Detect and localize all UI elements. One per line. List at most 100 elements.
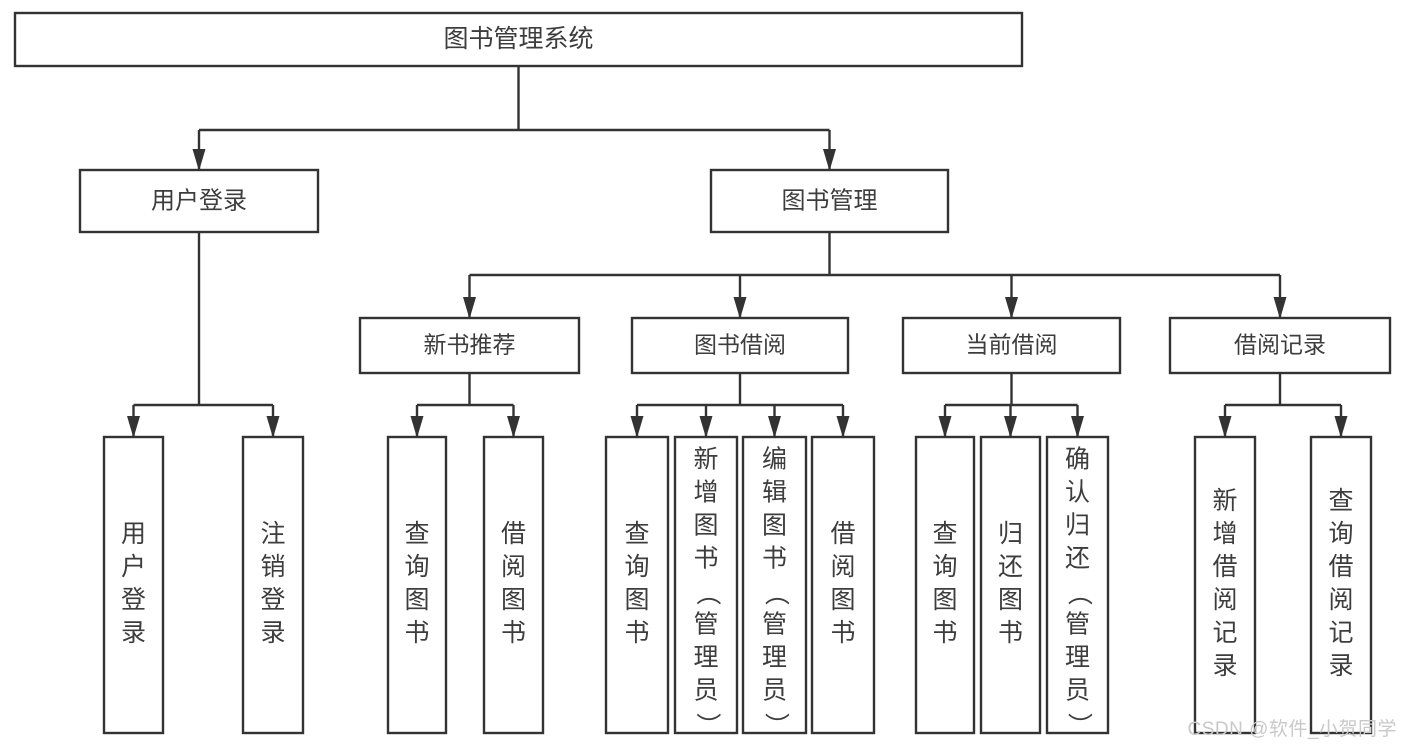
connector-arrowhead <box>192 149 206 171</box>
svg-text:书: 书 <box>998 619 1023 647</box>
node-level2-0-rect[interactable] <box>358 316 581 375</box>
svg-text:图: 图 <box>693 512 718 540</box>
svg-text:录: 录 <box>121 619 146 647</box>
node-level2-2-label: 当前借阅 <box>966 332 1058 358</box>
connector-layer <box>127 66 1348 438</box>
node-leaf-7-rect[interactable] <box>810 435 876 735</box>
svg-text:图: 图 <box>624 586 649 614</box>
node-level1-1-rect[interactable] <box>709 168 950 234</box>
node-leaf-2-rect[interactable] <box>386 435 448 735</box>
svg-text:阅: 阅 <box>501 553 526 581</box>
svg-text:理: 理 <box>693 644 718 672</box>
node-leaf-5-rect[interactable] <box>673 435 739 735</box>
node-level2-0[interactable]: 新书推荐 <box>358 316 581 375</box>
connector-arrowhead <box>1004 416 1017 438</box>
node-level2-1-rect[interactable] <box>630 316 850 375</box>
node-leaf-3-rect[interactable] <box>482 435 545 735</box>
connector-arrowhead <box>127 416 140 438</box>
connector-arrowhead <box>1218 416 1232 438</box>
svg-text:图: 图 <box>830 586 855 614</box>
node-level2-2-rect[interactable] <box>901 316 1122 375</box>
svg-text:书: 书 <box>624 619 649 647</box>
svg-text:新: 新 <box>1212 487 1237 515</box>
connector-arrowhead <box>836 416 850 438</box>
node-leaf-0[interactable]: 用户登录 <box>102 435 165 735</box>
svg-text:编: 编 <box>762 446 787 474</box>
node-leaf-11-rect[interactable] <box>1193 435 1257 735</box>
svg-text:图: 图 <box>932 586 957 614</box>
node-root[interactable]: 图书管理系统 <box>13 11 1024 68</box>
node-leaf-12-rect[interactable] <box>1309 435 1373 735</box>
svg-text:理: 理 <box>1065 644 1090 672</box>
node-level1-0-rect[interactable] <box>78 168 320 234</box>
svg-text:图: 图 <box>998 586 1023 614</box>
node-leaf-6-rect[interactable] <box>741 435 808 735</box>
svg-text:阅: 阅 <box>1328 586 1353 614</box>
svg-text:归: 归 <box>998 520 1023 548</box>
node-root-rect[interactable] <box>13 11 1024 68</box>
svg-text:管: 管 <box>693 611 718 639</box>
connector-arrowhead <box>1273 297 1287 319</box>
node-leaf-9-rect[interactable] <box>979 435 1042 735</box>
node-level1-0-label: 用户登录 <box>151 187 247 214</box>
node-leaf-0-rect[interactable] <box>102 435 165 735</box>
node-level2-1[interactable]: 图书借阅 <box>630 316 850 375</box>
svg-text:录: 录 <box>260 619 285 647</box>
node-level2-3[interactable]: 借阅记录 <box>1168 316 1392 375</box>
node-level2-1-label: 图书借阅 <box>694 332 786 358</box>
svg-text:询: 询 <box>932 553 957 581</box>
node-level2-3-rect[interactable] <box>1168 316 1392 375</box>
svg-text:查: 查 <box>932 520 957 548</box>
svg-text:图: 图 <box>501 586 526 614</box>
svg-text:录: 录 <box>1212 652 1237 680</box>
svg-text:记: 记 <box>1328 619 1353 647</box>
svg-text:增: 增 <box>693 479 718 507</box>
node-level2-3-label: 借阅记录 <box>1234 332 1326 358</box>
connector-arrowhead <box>733 297 747 319</box>
svg-text:归: 归 <box>1065 512 1090 540</box>
svg-text:）: ） <box>693 712 721 737</box>
svg-text:增: 增 <box>1212 520 1237 548</box>
node-leaf-4-rect[interactable] <box>604 435 670 735</box>
svg-text:管: 管 <box>762 611 787 639</box>
node-leaf-8-rect[interactable] <box>914 435 976 735</box>
connector-arrowhead <box>266 416 280 438</box>
node-leaf-10-rect[interactable] <box>1045 435 1110 735</box>
node-leaf-1-rect[interactable] <box>241 435 305 735</box>
svg-text:书: 书 <box>693 545 718 573</box>
svg-text:还: 还 <box>998 553 1023 581</box>
node-leaf-0-label: 用户登录 <box>121 520 146 647</box>
svg-text:记: 记 <box>1212 619 1237 647</box>
svg-text:查: 查 <box>624 520 649 548</box>
svg-text:（: （ <box>1065 580 1093 605</box>
svg-text:书: 书 <box>932 619 957 647</box>
node-level1-1[interactable]: 图书管理 <box>709 168 950 234</box>
svg-text:登: 登 <box>121 586 146 614</box>
svg-text:查: 查 <box>1328 487 1353 515</box>
node-layer: 图书管理系统用户登录图书管理新书推荐图书借阅当前借阅借阅记录用户登录注销登录查询… <box>13 11 1392 738</box>
svg-text:登: 登 <box>260 586 285 614</box>
svg-text:图: 图 <box>404 586 429 614</box>
node-level2-2[interactable]: 当前借阅 <box>901 316 1122 375</box>
node-level1-0[interactable]: 用户登录 <box>78 168 320 234</box>
svg-text:新: 新 <box>693 446 718 474</box>
connector-arrowhead <box>823 149 836 171</box>
